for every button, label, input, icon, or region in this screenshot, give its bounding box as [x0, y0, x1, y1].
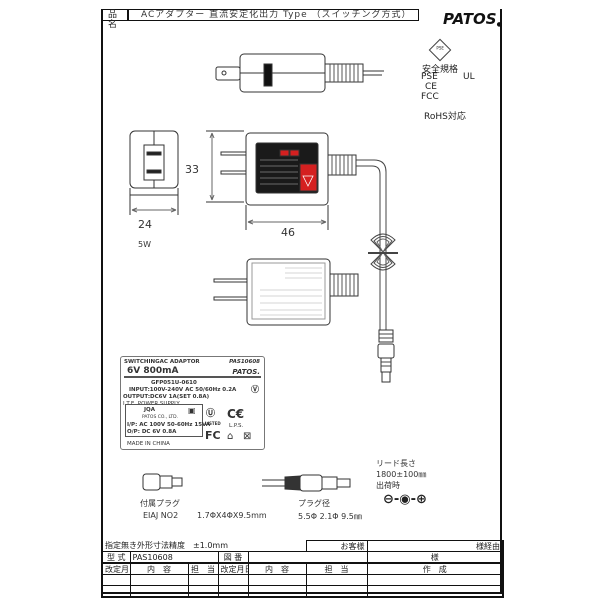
revision-row	[101, 574, 504, 586]
tolerance-note: 指定無き外形寸法精度 ±1.0mm	[101, 540, 306, 552]
brand-logo: PATOS●	[443, 10, 502, 28]
double-insulation-icon: ▣	[188, 406, 196, 415]
nameplate-divider	[124, 376, 261, 378]
rohs-compliance: RoHS対応	[424, 112, 466, 122]
accessory-plug-dims: 1.7ΦX4ΦX9.5mm	[197, 511, 267, 520]
accessory-plug-label: 付属プラグ	[140, 499, 180, 508]
pse-box: JQA ▣ PATOS CO., LTD. I/P: AC 100V 50-60…	[125, 404, 210, 437]
col-created: 作 成	[366, 562, 504, 575]
standard-ul: UL	[463, 72, 475, 82]
lead-length-label: リード長さ	[376, 459, 416, 468]
model-label: 型 式	[101, 551, 131, 564]
sama-label: 様	[366, 551, 504, 564]
title-block-table: 指定無き外形寸法精度 ±1.0mm お客様 様経由 型 式 PAS10608 図…	[101, 540, 504, 598]
nameplate-ip: I/P: AC 100V 50-60Hz 15VA	[127, 422, 211, 428]
fcc-mark-icon: FC	[205, 429, 221, 442]
nameplate-maker: PATOS CO., LTD.	[142, 415, 179, 420]
dim-width: 24	[138, 218, 152, 231]
revision-row	[101, 585, 504, 598]
product-name: ACアダプター 直流安定化出力 Type （スイッチング方式）	[141, 10, 412, 20]
dim-length: 46	[281, 226, 295, 239]
accessory-plug-spec: EIAJ NO2	[143, 511, 179, 520]
plug-diameter-label: プラグ径	[298, 499, 330, 508]
nameplate-brand: PATOS.	[232, 368, 260, 376]
nameplate-part-no: GFP051U-0610	[151, 380, 197, 386]
home-use-icon: ⌂	[227, 431, 234, 442]
nameplate-origin: MADE IN CHINA	[127, 441, 170, 447]
product-name-label: 品 名	[102, 10, 129, 30]
polarity-icon: ⊖-◉-⊕	[383, 492, 427, 507]
nameplate-model: PAS10608	[229, 359, 260, 365]
dim-height: 33	[185, 163, 199, 176]
standard-ce: CE	[425, 82, 437, 92]
ul-mark-icon: Ⓤ	[206, 409, 216, 419]
nameplate-lps: L.P.S.	[229, 423, 244, 429]
drawing-no-label: 図 番	[217, 551, 249, 564]
drawing-no-value	[247, 551, 368, 564]
model-value: PAS10608	[129, 551, 219, 564]
col-revision-date-1: 改定月日	[101, 562, 131, 575]
standard-pse: PSE	[421, 72, 438, 82]
safety-heading: 安全規格	[422, 65, 459, 75]
ce-mark-icon: C€	[227, 407, 245, 421]
col-content-1: 内 容	[129, 562, 189, 575]
plug-diameter-value: 5.5Φ 2.1Φ 9.5㎜	[298, 512, 362, 521]
rating-nameplate: SWITCHINGAC ADAPTOR PAS10608 6V 800mA PA…	[120, 356, 265, 450]
brand-name: PATOS	[443, 10, 497, 28]
nameplate-output: OUTPUT:DC6V 1A(SET 0.8A)	[123, 394, 210, 400]
power-rating: 5W	[138, 240, 151, 249]
standard-fcc: FCC	[421, 92, 439, 102]
nameplate-type: SWITCHINGAC ADAPTOR	[124, 359, 200, 365]
via-label: 様経由	[366, 540, 504, 552]
efficiency-mark-icon: Ⓥ	[251, 385, 259, 394]
shipping-label: 出荷時	[376, 481, 400, 490]
col-content-2: 内 容	[247, 562, 307, 575]
nameplate-input: INPUT:100V-240V AC 50/60Hz 0.2A	[129, 387, 237, 393]
product-name-bar: 品 名 ACアダプター 直流安定化出力 Type （スイッチング方式）	[101, 9, 419, 30]
nameplate-jqa: JQA	[144, 407, 155, 413]
nameplate-op: O/P: DC 6V 0.8A	[127, 429, 177, 435]
lead-length-value: 1800±100㎜	[376, 470, 427, 479]
nameplate-rating: 6V 800mA	[127, 366, 179, 376]
customer-label: お客様	[305, 540, 368, 552]
col-person-2: 担 当	[305, 562, 368, 575]
col-revision-date-2: 改定月日	[217, 562, 249, 575]
brand-dot-icon: ●	[496, 21, 502, 28]
col-person-1: 担 当	[187, 562, 219, 575]
weee-bin-icon: ⊠	[243, 431, 252, 442]
nameplate-listed: LISTED	[205, 421, 221, 426]
